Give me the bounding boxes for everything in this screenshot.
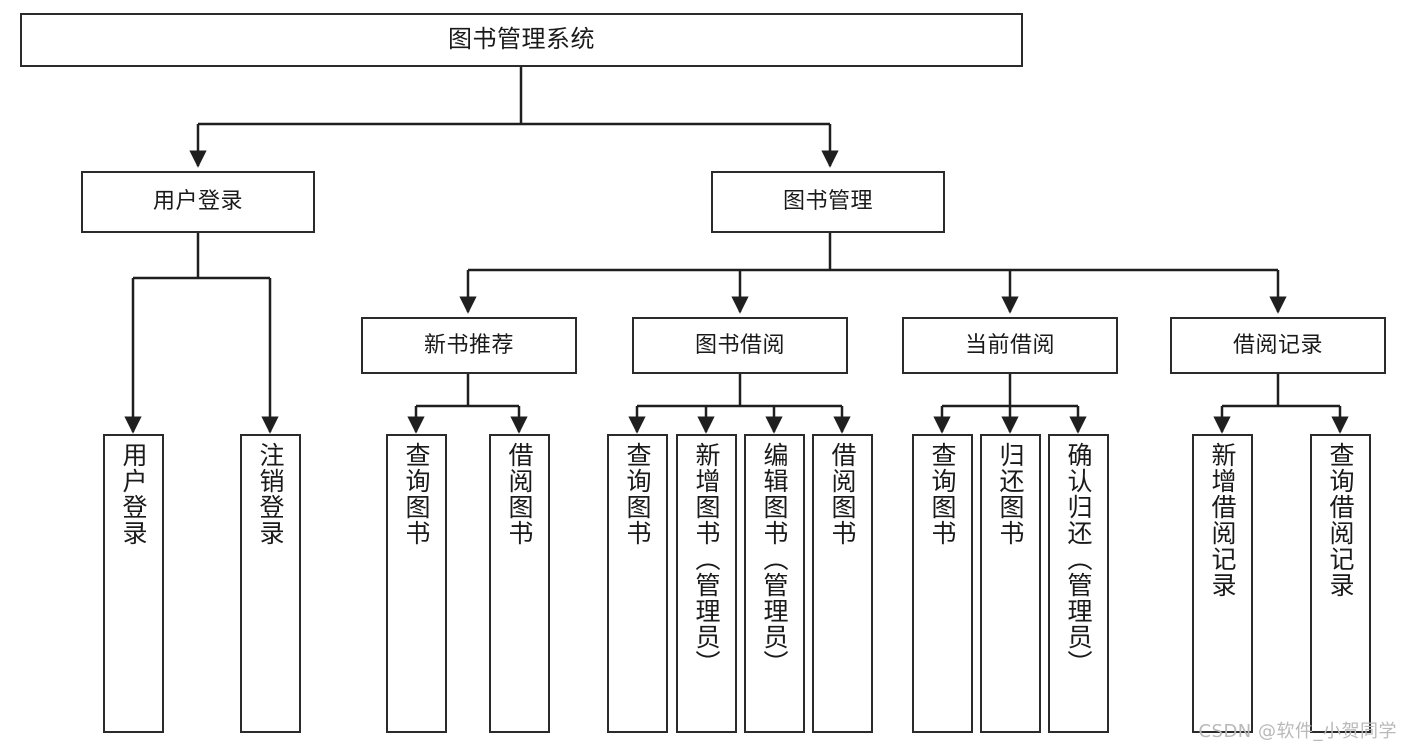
node-borrow-record[interactable]: 借阅记录 (1170, 317, 1386, 374)
node-label: 借阅图书 (505, 442, 534, 546)
node-leaf-borrow-record-0[interactable]: 新增借阅记录 (1192, 434, 1253, 733)
node-label: 当前借阅 (964, 332, 1055, 358)
node-leaf-new-book-rec-1[interactable]: 借阅图书 (489, 434, 550, 733)
csdn-watermark: CSDN @软件_小贺同学 (1198, 721, 1397, 742)
node-leaf-current-borrow-1[interactable]: 归还图书 (980, 434, 1041, 733)
node-label: 新增借阅记录 (1208, 442, 1237, 598)
node-label: 图书管理系统 (448, 25, 595, 54)
node-leaf-borrow-record-1[interactable]: 查询借阅记录 (1310, 434, 1371, 733)
node-label: 查询图书 (623, 442, 652, 546)
node-leaf-new-book-rec-0[interactable]: 查询图书 (386, 434, 447, 733)
node-label: 图书借阅 (694, 332, 785, 358)
node-leaf-user-login-1[interactable]: 注销登录 (240, 434, 301, 733)
node-label: 借阅图书 (828, 442, 857, 546)
node-label: 查询图书 (928, 442, 957, 546)
node-root-book-management-system[interactable]: 图书管理系统 (20, 13, 1023, 67)
node-label: 用户登录 (119, 442, 148, 546)
node-label: 编辑图书（管理员） (760, 442, 789, 676)
node-label: 归还图书 (996, 442, 1025, 546)
node-leaf-current-borrow-2[interactable]: 确认归还（管理员） (1048, 434, 1109, 733)
node-label: 查询图书 (402, 442, 431, 546)
node-leaf-book-borrow-1[interactable]: 新增图书（管理员） (676, 434, 737, 733)
node-new-book-recommendation[interactable]: 新书推荐 (361, 317, 577, 374)
node-label: 图书管理 (782, 189, 873, 215)
node-leaf-book-borrow-3[interactable]: 借阅图书 (812, 434, 873, 733)
node-leaf-user-login-0[interactable]: 用户登录 (103, 434, 164, 733)
node-book-borrow[interactable]: 图书借阅 (632, 317, 848, 374)
node-user-login[interactable]: 用户登录 (81, 171, 315, 233)
node-label: 新书推荐 (423, 332, 514, 358)
node-label: 借阅记录 (1232, 332, 1323, 358)
node-leaf-current-borrow-0[interactable]: 查询图书 (912, 434, 973, 733)
node-current-borrow[interactable]: 当前借阅 (902, 317, 1118, 374)
node-label: 注销登录 (256, 442, 285, 546)
node-label: 新增图书（管理员） (692, 442, 721, 676)
node-label: 用户登录 (152, 189, 243, 215)
node-leaf-book-borrow-0[interactable]: 查询图书 (607, 434, 668, 733)
node-label: 查询借阅记录 (1326, 442, 1355, 598)
node-leaf-book-borrow-2[interactable]: 编辑图书（管理员） (744, 434, 805, 733)
node-label: 确认归还（管理员） (1064, 442, 1093, 676)
node-book-management[interactable]: 图书管理 (711, 171, 945, 233)
